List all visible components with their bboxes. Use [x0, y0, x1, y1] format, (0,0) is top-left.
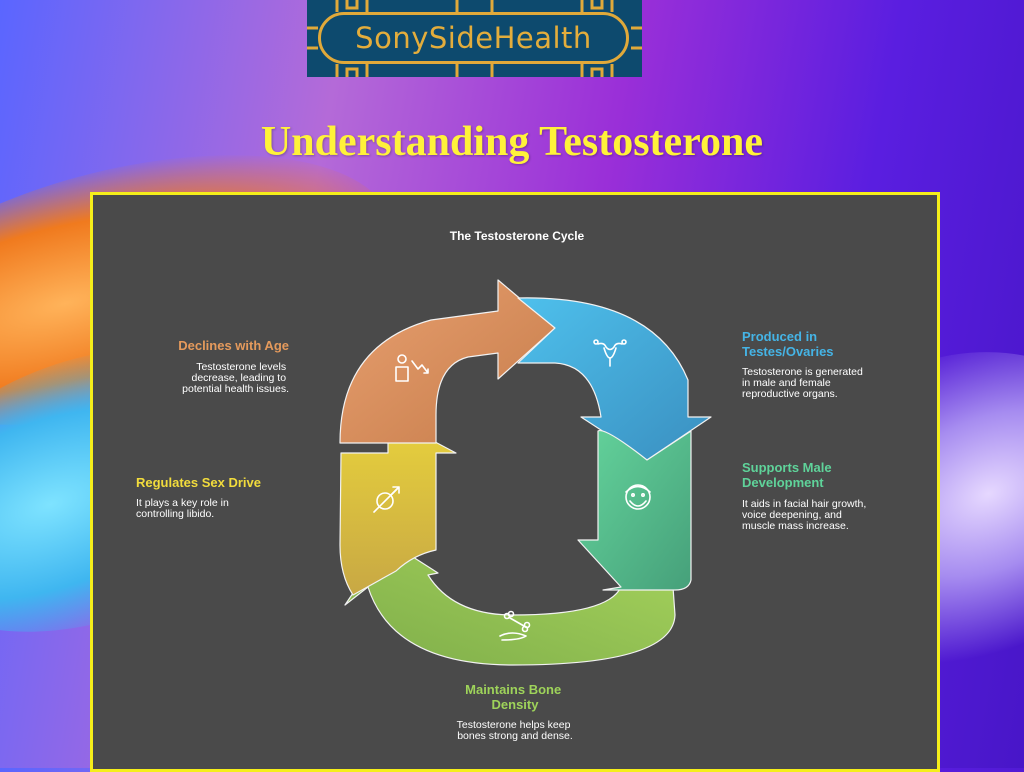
diagram-heading: The Testosterone Cycle [450, 229, 585, 243]
stage-bone-density: Maintains Bone Density Testosterone help… [457, 682, 574, 742]
logo-text: SonySideHealth [355, 21, 592, 55]
svg-text:Testosterone helps keep: Testosterone helps keep bones strong and… [457, 719, 574, 742]
svg-text:Regulates Sex Drive: Regulates Sex Drive [136, 475, 261, 490]
bearded-face-icon [625, 484, 651, 510]
cycle-segment-declines-with-age [339, 279, 556, 444]
stage-desc-line: It aids in facial hair growth, [742, 498, 866, 510]
stage-desc-line: potential health issues. [182, 383, 289, 395]
svg-text:It plays a key role in: It plays a key role in controlling libid… [136, 497, 232, 520]
svg-text:Testosterone is generated: Testosterone is generated in male and fe… [742, 366, 866, 400]
stage-desc-line: bones strong and dense. [457, 730, 573, 742]
cycle-segment-sex-drive [339, 416, 457, 596]
stage-desc-line: Testosterone levels [196, 361, 286, 373]
stage-title-line: Regulates Sex Drive [136, 475, 261, 490]
person-decline-icon [395, 354, 429, 382]
crossed-male-symbol-icon [373, 486, 400, 513]
stage-desc-line: Testosterone is generated [742, 366, 863, 378]
logo-lattice-pattern [307, 0, 642, 77]
diagram-panel: The Testosterone Cycle [90, 192, 940, 772]
stage-desc-line: controlling libido. [136, 508, 214, 520]
uterus-icon [593, 339, 627, 367]
svg-text:Declines with Age: Declines with Age [178, 338, 289, 353]
svg-text:Maintains Bone Density: Maintains Bone Density [465, 682, 565, 712]
cycle-segment-male-development [577, 429, 692, 591]
svg-text:Produced in Testes/Ova: Produced in Testes/Ovaries [742, 329, 834, 359]
page-title: Understanding Testosterone [260, 119, 764, 165]
brand-logo: SonySideHealth [307, 0, 642, 77]
stage-desc-line: voice deepening, and [742, 509, 842, 521]
testosterone-cycle-diagram: The Testosterone Cycle [136, 229, 869, 742]
stage-desc-line: in male and female [742, 377, 831, 389]
stage-title-line: Density [492, 697, 540, 712]
stage-desc-line: muscle mass increase. [742, 520, 849, 532]
svg-text:Testosterone levels de: Testosterone levels decrease, leading to… [182, 361, 289, 395]
stage-declines-with-age: Declines with Age Testosterone levels de… [178, 338, 289, 395]
stage-desc-line: reproductive organs. [742, 388, 838, 400]
stage-desc-line: It plays a key role in [136, 497, 229, 509]
stage-sex-drive: Regulates Sex Drive It plays a key role … [136, 475, 261, 520]
stage-desc-line: Testosterone helps keep [457, 719, 571, 731]
stage-title-line: Supports Male [742, 460, 832, 475]
stage-male-development: Supports Male Development It aids in fac… [742, 460, 869, 532]
svg-text:It aids in facial hair growth,: It aids in facial hair growth, voice dee… [742, 498, 869, 532]
stage-title-line: Declines with Age [178, 338, 289, 353]
cycle-segment-produced-in-testes [517, 297, 712, 461]
stage-title-line: Testes/Ovaries [742, 344, 834, 359]
stage-produced-in-testes: Produced in Testes/Ovaries Testosterone … [742, 329, 866, 400]
bone-in-hand-icon [499, 610, 531, 641]
stage-title-line: Development [742, 475, 824, 490]
svg-text:Supports Male Developm: Supports Male Development [742, 460, 835, 490]
stage-desc-line: decrease, leading to [192, 372, 287, 384]
stage-title-line: Maintains Bone [465, 682, 561, 697]
stage-title-line: Produced in [742, 329, 817, 344]
logo-badge: SonySideHealth [318, 12, 629, 64]
